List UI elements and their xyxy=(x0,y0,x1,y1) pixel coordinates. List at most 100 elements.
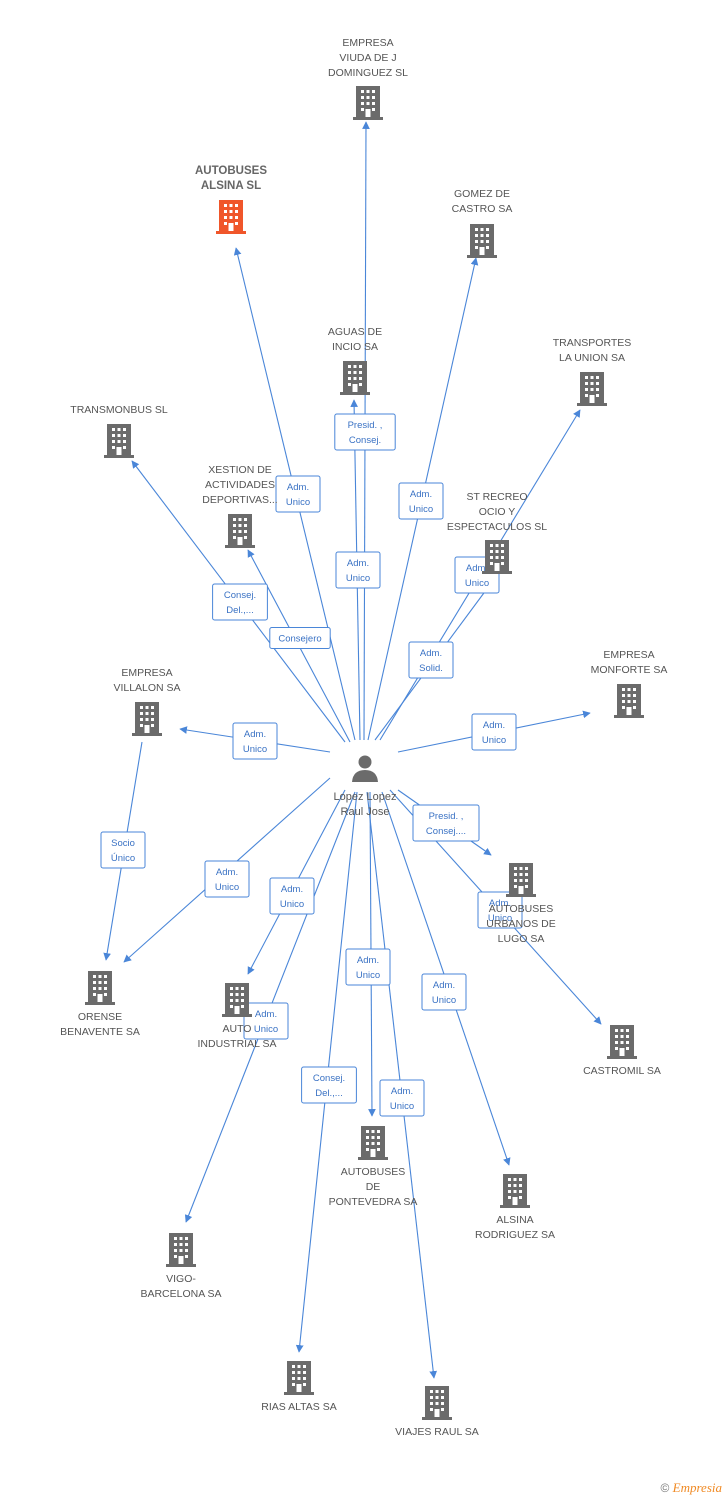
role-badge-box xyxy=(269,627,331,649)
person-label: Raul Jose xyxy=(341,806,390,818)
company-label: VILLALON SA xyxy=(113,682,180,694)
role-badge-text: Unico xyxy=(280,899,304,910)
role-badge-text: Solid. xyxy=(419,663,443,674)
building-icon xyxy=(506,863,536,897)
role-badge-text: Unico xyxy=(286,497,310,508)
person-label: Lopez Lopez xyxy=(334,791,397,803)
company-label: EMPRESA xyxy=(342,37,393,49)
company-node-rias-altas[interactable]: RIAS ALTAS SA xyxy=(261,1361,337,1413)
building-icon xyxy=(353,86,383,120)
company-label: RIAS ALTAS SA xyxy=(261,1401,336,1413)
company-label: INDUSTRIAL SA xyxy=(198,1038,277,1050)
role-badge-empresa-villalon[interactable]: Adm. Unico xyxy=(232,722,278,760)
role-badge-text: Unico xyxy=(254,1024,278,1035)
role-badge-orense-benavente[interactable]: Adm.Unico xyxy=(204,860,250,898)
company-node-aguas-de-incio[interactable]: AGUAS DE INCIO SA xyxy=(328,326,382,395)
company-node-vigo-barcelona[interactable]: VIGO-BARCELONA SA xyxy=(140,1233,222,1300)
role-badge-box xyxy=(398,482,444,520)
role-badge-xestion[interactable]: Consejero xyxy=(269,627,331,649)
building-icon xyxy=(222,983,252,1017)
role-badge-box xyxy=(301,1066,357,1104)
company-node-transmonbus[interactable]: TRANSMONBUS SL xyxy=(70,404,168,458)
role-badge-alsina-rodriguez[interactable]: Adm.Unico xyxy=(421,973,467,1011)
brand-logo-text: Empresia xyxy=(672,1480,722,1495)
company-node-empresa-villalon[interactable]: EMPRESA VILLALON SA xyxy=(113,667,181,736)
role-badge-text: Unico xyxy=(482,735,506,746)
company-label: PONTEVEDRA SA xyxy=(329,1196,418,1208)
company-label: INCIO SA xyxy=(332,341,378,353)
role-badge-box xyxy=(408,641,454,679)
company-label: DEPORTIVAS... xyxy=(202,494,277,506)
role-badge-text: Adm. xyxy=(420,648,442,659)
company-label: EMPRESA xyxy=(121,667,172,679)
role-badge-text: Adm. xyxy=(244,729,266,740)
role-badge-castromil[interactable]: Adm.Unico xyxy=(477,891,523,929)
company-node-xestion[interactable]: XESTION DEACTIVIDADESDEPORTIVAS... xyxy=(202,464,278,548)
role-badge-box xyxy=(412,804,480,842)
building-icon xyxy=(607,1025,637,1059)
company-label: VIGO- xyxy=(166,1273,196,1285)
role-badge-text: Adm. xyxy=(483,720,505,731)
company-label: AGUAS DE xyxy=(328,326,382,338)
role-badge-aguas-de-incio[interactable]: Presid. ,Consej. xyxy=(334,413,396,451)
role-badge-gomez-de-castro[interactable]: Adm.Unico xyxy=(398,482,444,520)
role-badge-text: Unico xyxy=(243,744,267,755)
company-label: CASTROMIL SA xyxy=(583,1065,661,1077)
company-label: DE xyxy=(366,1181,381,1193)
role-badge-text: Unico xyxy=(409,504,433,515)
building-icon xyxy=(216,200,246,234)
role-badge-box xyxy=(243,1002,289,1040)
role-badge-auto-industrial[interactable]: Adm.Unico xyxy=(269,877,315,915)
role-badge-transmonbus[interactable]: Consej.Del.,... xyxy=(212,583,268,621)
role-badge-text: Único xyxy=(111,853,135,864)
role-badge-text: Adm. xyxy=(347,558,369,569)
role-badge-box xyxy=(212,583,268,621)
footer-brand: © Empresia xyxy=(660,1480,722,1496)
role-badge-empresa-monforte[interactable]: Adm. Unico xyxy=(471,713,517,751)
role-badge-vigo-barcelona[interactable]: Adm.Unico xyxy=(243,1002,289,1040)
building-icon xyxy=(166,1233,196,1267)
role-badge-text: Presid. , xyxy=(348,420,383,431)
company-node-viajes-raul[interactable]: VIAJES RAUL SA xyxy=(395,1386,479,1438)
role-badge-box xyxy=(269,877,315,915)
building-icon xyxy=(85,971,115,1005)
role-badge-viajes-raul[interactable]: Adm.Unico xyxy=(379,1079,425,1117)
role-badge-box xyxy=(471,713,517,751)
building-icon xyxy=(467,224,497,258)
company-label: VIAJES RAUL SA xyxy=(395,1426,479,1438)
role-badge-autobuses-lugo[interactable]: Presid. ,Consej.... xyxy=(412,804,480,842)
building-icon xyxy=(225,514,255,548)
building-icon xyxy=(614,684,644,718)
role-badge-text: Unico xyxy=(346,573,370,584)
role-badge-empresa-viuda[interactable]: Adm. Unico xyxy=(335,551,381,589)
company-label: AUTO xyxy=(223,1023,252,1035)
company-node-castromil[interactable]: CASTROMIL SA xyxy=(583,1025,661,1077)
role-badge-autobuses-pontevedra[interactable]: Adm.Unico xyxy=(345,948,391,986)
role-badge-autobuses-alsina[interactable]: Adm.Unico xyxy=(275,475,321,513)
role-badge-box xyxy=(379,1079,425,1117)
company-label: AUTOBUSES xyxy=(195,165,267,177)
role-badge-box xyxy=(334,413,396,451)
role-badge-transportes-la-union[interactable]: Adm. Solid. xyxy=(408,641,454,679)
building-icon xyxy=(340,361,370,395)
role-badge-text: Unico xyxy=(215,882,239,893)
company-label: URBANOS DE xyxy=(486,918,555,930)
role-badge-text: Consejero xyxy=(278,634,321,645)
role-badge-rias-altas[interactable]: Consej.Del.,... xyxy=(301,1066,357,1104)
company-label: ACTIVIDADES xyxy=(205,479,275,491)
building-icon xyxy=(422,1386,452,1420)
role-badge-box xyxy=(204,860,250,898)
company-node-auto-industrial[interactable]: AUTO INDUSTRIAL SA xyxy=(198,983,277,1050)
